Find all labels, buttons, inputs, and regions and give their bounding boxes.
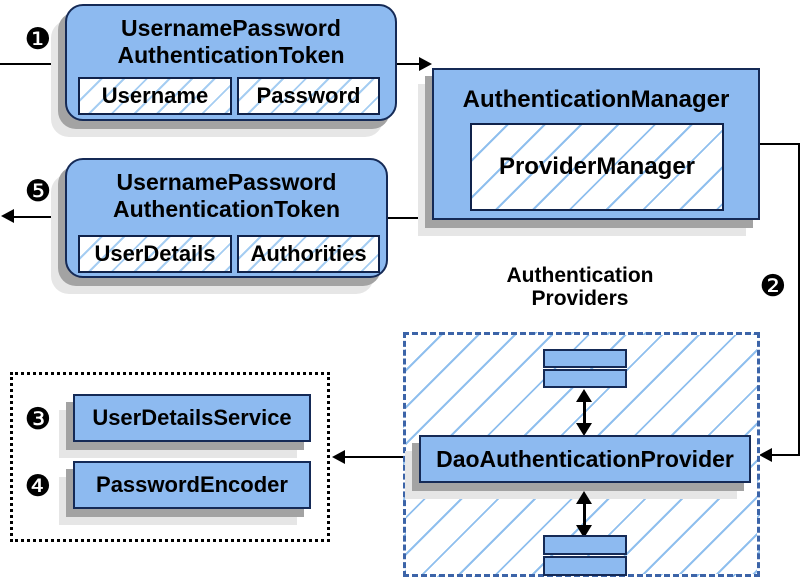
user-details-service-box: UserDetailsService xyxy=(73,394,311,442)
provider-placeholder-bar xyxy=(543,535,627,555)
dao-authentication-provider-box: DaoAuthenticationProvider xyxy=(419,435,751,483)
arrowhead-out-left-icon xyxy=(1,209,14,223)
request-token-title: UsernamePassword AuthenticationToken xyxy=(117,15,345,68)
step-3-badge: ❸ xyxy=(24,402,52,437)
step-2-badge: ❷ xyxy=(759,269,787,304)
flow-line-in xyxy=(0,63,66,65)
connector-right-bottom xyxy=(772,454,800,456)
flow-line-dao-to-services xyxy=(345,456,418,458)
step-4-badge: ❹ xyxy=(24,469,52,504)
password-encoder-label: PasswordEncoder xyxy=(96,472,288,497)
provider-manager-label: ProviderManager xyxy=(498,153,696,180)
step-1-badge: ❶ xyxy=(24,22,52,57)
username-field-box: Username xyxy=(78,77,232,115)
request-token-box: UsernamePassword AuthenticationToken Use… xyxy=(65,4,397,121)
flow-line-out xyxy=(12,216,66,218)
result-token-title: UsernamePassword AuthenticationToken xyxy=(112,169,340,222)
connector-right-vertical xyxy=(798,143,800,456)
arrowhead-into-services-icon xyxy=(332,450,345,464)
authorities-field-label: Authorities xyxy=(250,241,367,266)
double-arrow-bottom-down-icon xyxy=(576,525,592,538)
arrowhead-into-manager-icon xyxy=(419,57,432,71)
authentication-providers-label: Authentication Providers xyxy=(506,264,654,310)
double-arrow-top-down-icon xyxy=(576,423,592,436)
userdetails-field-box: UserDetails xyxy=(78,235,232,273)
password-field-label: Password xyxy=(256,83,361,108)
dao-authentication-provider-label: DaoAuthenticationProvider xyxy=(436,445,734,472)
authorities-field-box: Authorities xyxy=(237,235,380,273)
flow-line-manager-to-result xyxy=(388,217,433,219)
services-dotted-container: UserDetailsService PasswordEncoder xyxy=(10,372,330,542)
flow-line-token-to-manager xyxy=(396,63,420,65)
password-field-box: Password xyxy=(237,77,380,115)
user-details-service-label: UserDetailsService xyxy=(92,405,292,430)
double-arrow-bottom-up-icon xyxy=(576,491,592,504)
provider-placeholder-bar xyxy=(543,349,627,368)
provider-placeholder-bar xyxy=(543,556,627,576)
provider-placeholder-bar xyxy=(543,369,627,388)
arrowhead-into-providers-icon xyxy=(759,448,772,462)
userdetails-field-label: UserDetails xyxy=(94,241,216,266)
result-token-box: UsernamePassword AuthenticationToken Use… xyxy=(65,158,388,278)
connector-right-top xyxy=(759,143,800,145)
step-5-badge: ❺ xyxy=(24,174,52,209)
username-field-label: Username xyxy=(101,83,209,108)
provider-manager-box: ProviderManager xyxy=(470,123,724,211)
providers-dashed-container: DaoAuthenticationProvider xyxy=(403,332,760,577)
double-arrow-top-up-icon xyxy=(576,389,592,402)
double-arrow-top-line xyxy=(583,399,586,433)
double-arrow-bottom-line xyxy=(583,501,586,535)
password-encoder-box: PasswordEncoder xyxy=(73,461,311,509)
authentication-manager-box: AuthenticationManager ProviderManager xyxy=(432,68,760,220)
authentication-manager-title: AuthenticationManager xyxy=(462,86,730,113)
